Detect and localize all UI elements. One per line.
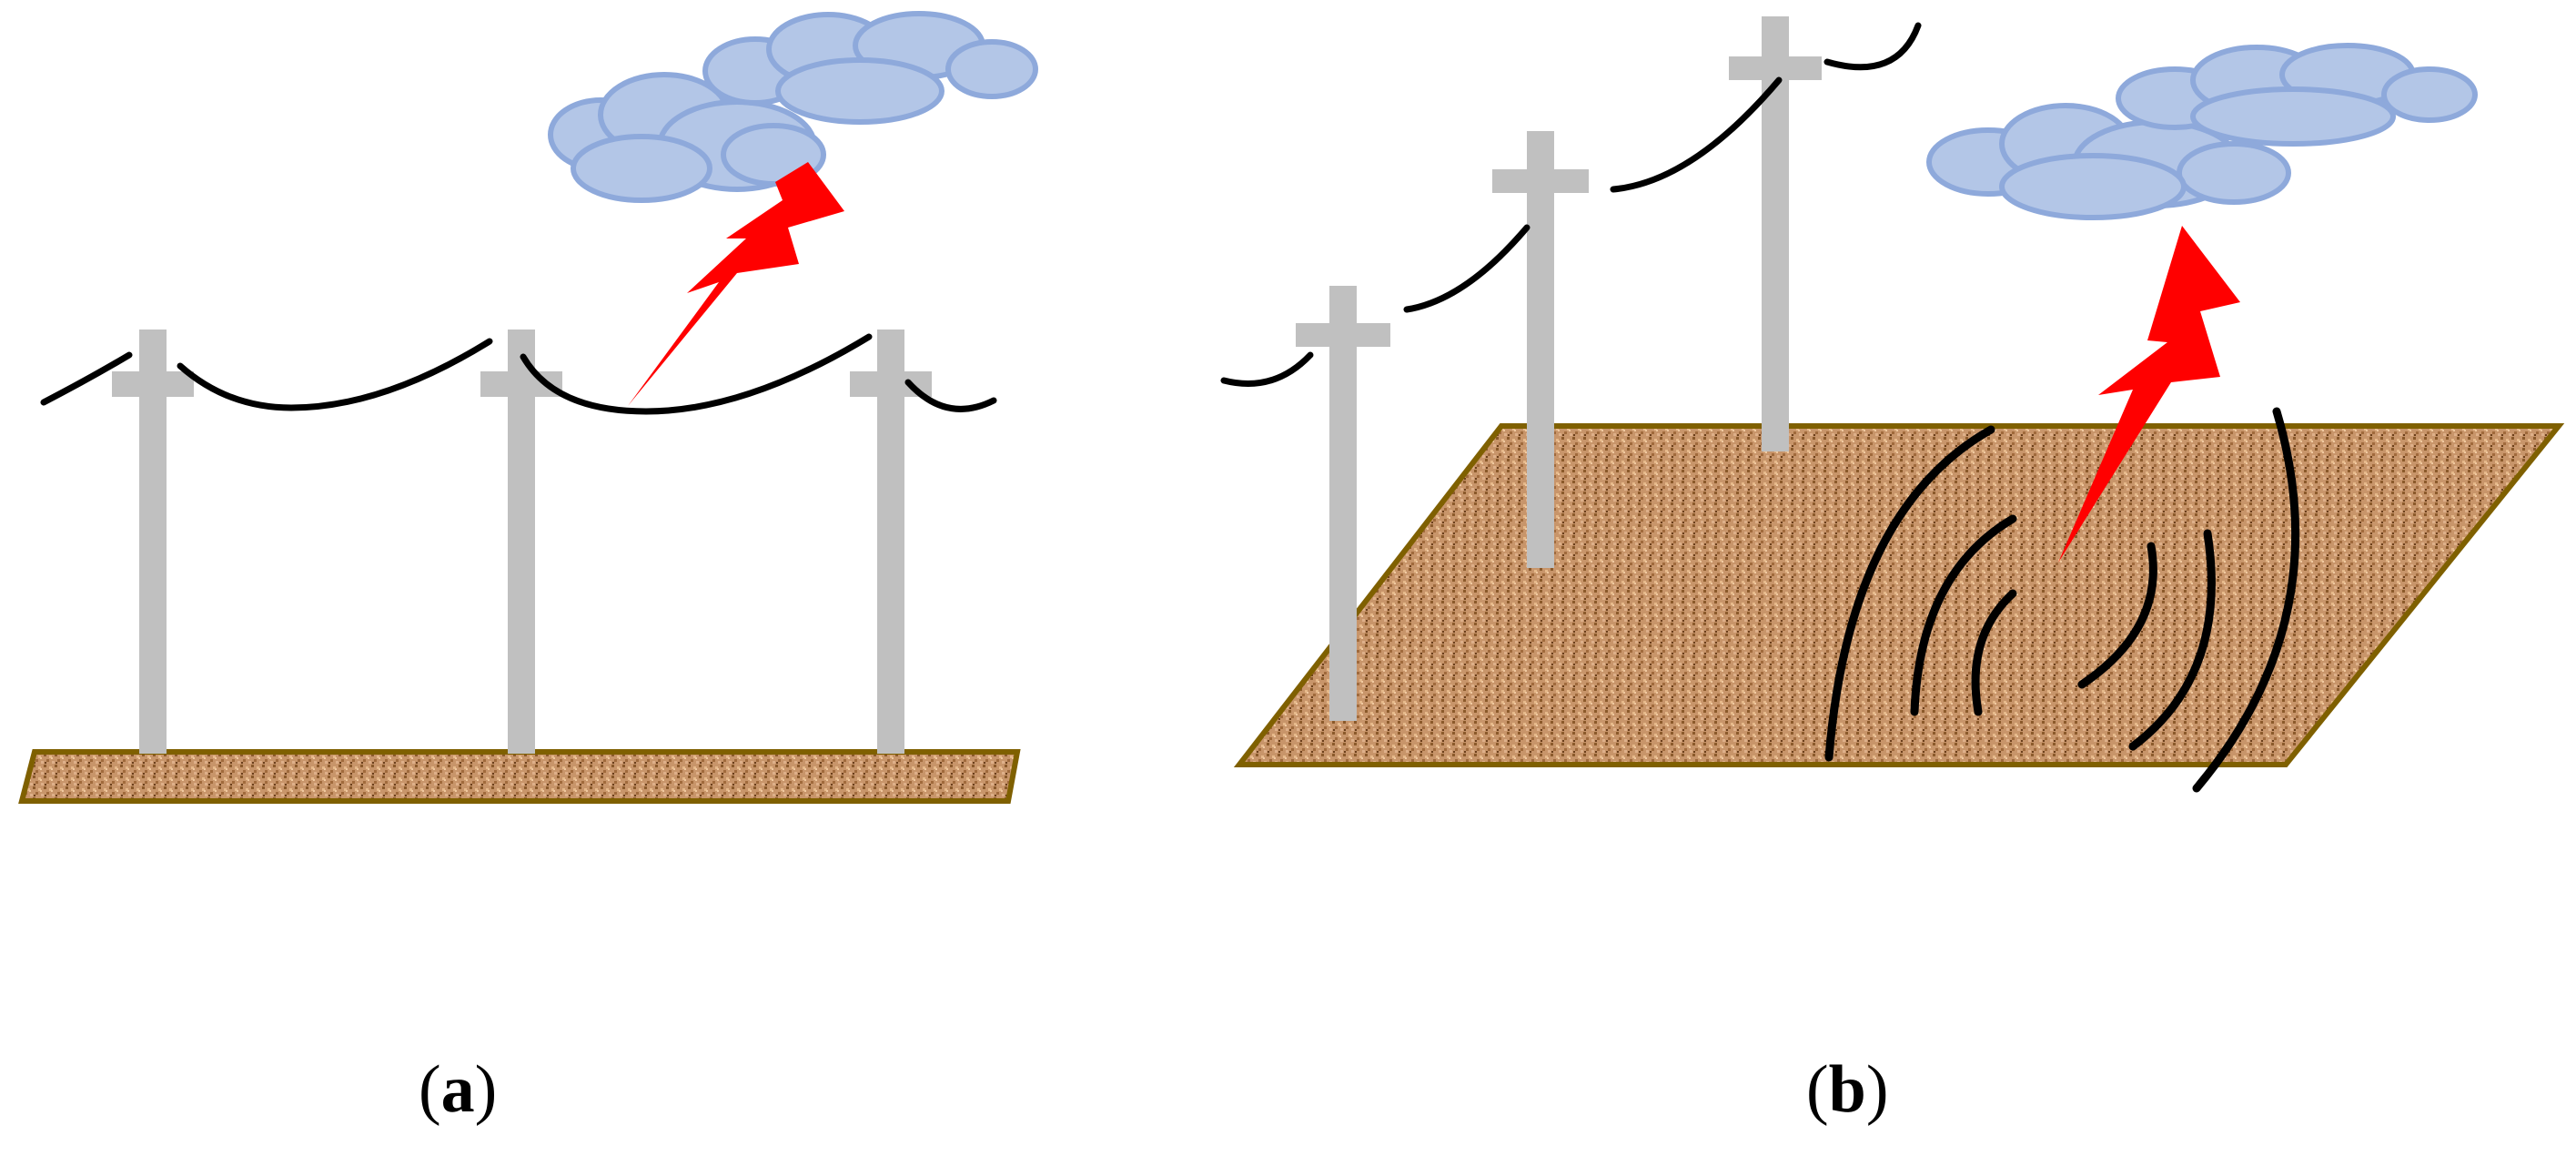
utility-pole-icon [112,330,194,754]
cloud-icon [1926,103,2291,220]
cloud-icon [548,72,826,203]
utility-pole-icon [480,330,562,754]
lightning-bolt-icon [2058,226,2240,563]
power-line-b [1220,22,1922,387]
panel-label-b: (b) [1806,1052,1889,1127]
utility-pole-icon [1492,131,1589,568]
cloud-icon [2116,43,2478,147]
wave-rings-icon [1824,407,2300,793]
utility-pole-icon [1296,286,1390,721]
panel-a [18,11,1038,804]
lightning-bolt-icon [628,162,844,406]
ground-strip-a [18,749,1021,804]
utility-pole-icon [850,330,932,754]
ground-plane-b [1233,423,2565,767]
cloud-icon [702,11,1038,125]
panel-b [1220,16,2565,793]
power-line-a [40,333,997,415]
panel-label-a: (a) [419,1052,498,1127]
